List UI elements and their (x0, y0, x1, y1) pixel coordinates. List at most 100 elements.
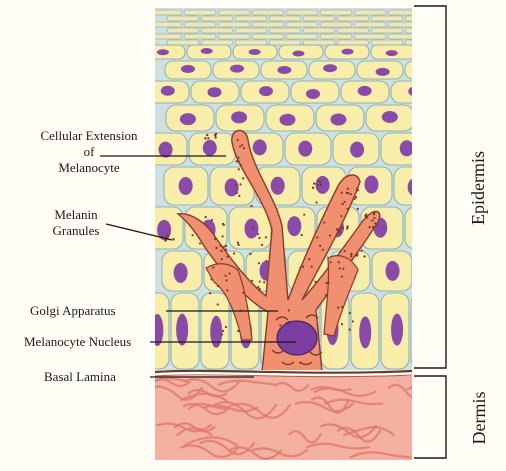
keratinocyte-nucleus (408, 86, 412, 96)
corneum-cell (268, 27, 302, 34)
melanin-granule (265, 259, 268, 263)
melanin-granule (260, 243, 264, 246)
melanin-granule (349, 193, 352, 196)
collagen-fiber (305, 442, 371, 450)
keratinocyte-nucleus (277, 65, 292, 74)
keratinocyte-nucleus (156, 49, 169, 56)
region-brackets (414, 5, 447, 459)
melanin-granule (311, 186, 315, 190)
melanin-granule (303, 213, 306, 216)
corneum-cell (155, 21, 183, 28)
keratinocyte-nucleus (391, 313, 404, 346)
corneum-cell (183, 9, 217, 16)
collagen-fiber (231, 402, 292, 419)
collagen-fiber (343, 426, 395, 437)
corneum-cell (251, 33, 285, 40)
keratinocyte-nucleus (178, 176, 193, 195)
melanin-granule (234, 184, 238, 187)
melanin-granule (360, 249, 363, 252)
corneum-cell (268, 15, 302, 22)
melanin-granule (226, 255, 229, 258)
melanin-granule (319, 244, 322, 247)
dermis-layer (155, 376, 412, 460)
melanin-granule (238, 194, 241, 197)
melanin-granule (213, 134, 217, 137)
melanin-granule (172, 238, 175, 241)
corneum-cell (234, 15, 268, 22)
melanin-granule (355, 187, 359, 190)
melanin-granule (348, 328, 351, 331)
melanin-granule (346, 225, 349, 228)
melanin-granule (343, 250, 346, 253)
leader-granules (105, 223, 173, 241)
keratinocyte (414, 251, 454, 291)
melanin-granule (166, 234, 169, 238)
corneum-cell (251, 9, 285, 16)
melanin-granule (237, 243, 240, 246)
collagen-fiber (199, 439, 256, 456)
corneum-cell (183, 33, 217, 40)
melanin-granule (221, 235, 224, 238)
melanin-granule (214, 136, 217, 139)
melanin-granule (252, 226, 255, 229)
melanin-granule (242, 147, 246, 150)
keratinocyte-nucleus (210, 315, 223, 348)
collagen-fiber (173, 422, 216, 433)
melanin-granule (341, 305, 344, 309)
melanin-granule (371, 225, 375, 229)
corneum-cell (251, 21, 285, 28)
label-golgi-apparatus: Golgi Apparatus (30, 303, 116, 318)
keratinocyte-nucleus (202, 139, 217, 156)
keratinocyte-nucleus (176, 313, 189, 346)
corneum-cell (166, 15, 200, 22)
melanin-granule (236, 138, 239, 142)
collagen-fiber (217, 379, 277, 386)
keratinocyte-nucleus (364, 175, 379, 194)
corneum-cell (285, 9, 319, 16)
keratinocyte-nucleus (292, 50, 305, 57)
keratinocyte-nucleus (419, 66, 433, 74)
epidermis-bracket (414, 5, 447, 369)
keratinocyte-nucleus (341, 48, 354, 55)
melanin-granule (264, 236, 268, 239)
corneum-cell (370, 39, 404, 46)
corneum-cell (155, 9, 183, 16)
melanin-granule (356, 207, 359, 210)
keratinocyte-nucleus (158, 141, 173, 158)
melanin-granule (220, 333, 223, 336)
keratinocyte-nucleus (180, 64, 195, 73)
collagen-fiber (294, 400, 355, 413)
melanin-granule (216, 303, 219, 306)
corneum-cell (217, 33, 251, 40)
collagen-fiber (313, 387, 377, 397)
corneum-cell (155, 33, 183, 40)
corneum-cell (234, 39, 268, 46)
melanin-granule (204, 137, 207, 140)
corneum-cell (370, 15, 404, 22)
keratinocyte-nucleus (323, 64, 338, 73)
melanin-granule (236, 241, 240, 244)
melanocyte-cell-body (176, 129, 381, 370)
corneum-cell (336, 15, 370, 22)
melanin-granule (215, 246, 218, 250)
keratinocyte (393, 166, 412, 206)
melanin-granule (363, 255, 366, 258)
melanin-granule (346, 207, 349, 210)
collagen-fiber (155, 385, 204, 401)
melanin-granule (235, 191, 238, 194)
melanin-granule (340, 323, 344, 326)
keratinocyte-nucleus (385, 260, 400, 281)
collagen-fiber (288, 430, 322, 444)
keratinocyte-nucleus (173, 262, 188, 283)
keratinocyte-nucleus (381, 110, 398, 123)
label-extension-line3: Melanocyte (58, 160, 120, 175)
melanin-granule (373, 216, 376, 220)
collagen-fiber (349, 451, 412, 459)
melanin-granule (210, 278, 213, 281)
corneum-cell (319, 33, 353, 40)
keratinocyte-nucleus (207, 87, 222, 98)
label-extension-line2: of (83, 144, 95, 159)
melanin-granule (346, 187, 349, 190)
melanin-granule (313, 182, 316, 185)
corneum-cell (200, 39, 234, 46)
